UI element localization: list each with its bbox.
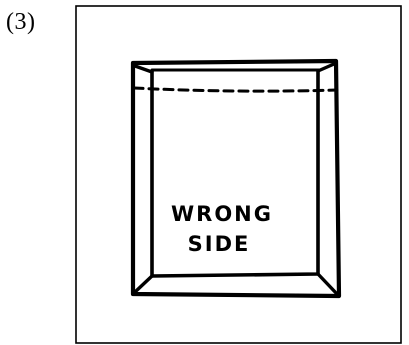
wrong-side-label-line-2: SIDE bbox=[188, 232, 251, 256]
wrong-side-label-line-1: WRONG bbox=[171, 202, 273, 226]
fabric-inner-panel bbox=[150, 69, 320, 278]
corner-miter-bottom-right bbox=[316, 272, 339, 296]
step-number-label: (3) bbox=[6, 9, 36, 35]
dashed-fold-line bbox=[132, 86, 339, 93]
corner-miter-top-right bbox=[316, 62, 336, 73]
diagram-frame bbox=[75, 5, 402, 344]
fabric-piece-outline bbox=[130, 58, 342, 299]
corner-miter-top-left bbox=[133, 64, 154, 74]
corner-miter-bottom-left bbox=[133, 274, 154, 294]
